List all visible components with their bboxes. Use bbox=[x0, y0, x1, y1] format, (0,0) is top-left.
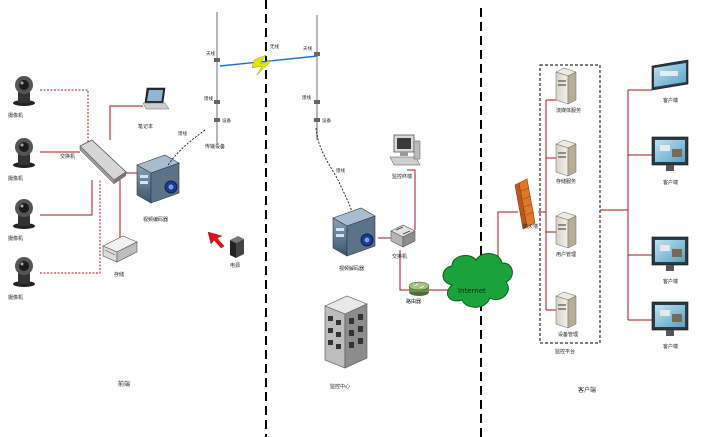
pole-tag: 天线 bbox=[206, 50, 215, 57]
pc-icon bbox=[389, 134, 421, 166]
switch-icon bbox=[390, 224, 416, 248]
pole-feeder-link bbox=[167, 129, 206, 166]
monitor-icon bbox=[651, 301, 689, 336]
camera-icon bbox=[13, 76, 35, 106]
camera-links bbox=[40, 89, 148, 274]
building-icon bbox=[324, 295, 368, 369]
client-label: 客户端 bbox=[663, 278, 678, 285]
client-monitor-icons bbox=[651, 59, 689, 336]
camera-label: 摄像机 bbox=[8, 294, 23, 301]
encoder-label: 视频编码器 bbox=[143, 216, 168, 223]
storage-label: 存储 bbox=[114, 271, 124, 278]
server-icon bbox=[555, 67, 577, 105]
server-icon bbox=[555, 139, 577, 177]
firewall-label: 防火墙 bbox=[523, 223, 538, 230]
ups-label: 电源 bbox=[230, 262, 240, 269]
storage-icon bbox=[102, 235, 138, 263]
zone-dividers bbox=[265, 0, 482, 437]
server-bus bbox=[538, 99, 556, 311]
mid-links bbox=[378, 169, 518, 291]
monitor-icon bbox=[651, 136, 689, 171]
router-icon bbox=[408, 281, 430, 296]
pc-label: 监控终端 bbox=[392, 173, 412, 180]
mid-feeder-link bbox=[315, 127, 353, 213]
front-zone-label: 前端 bbox=[118, 380, 130, 388]
laptop-icon bbox=[142, 87, 170, 110]
ups-icon bbox=[230, 236, 244, 258]
internet-cloud-icon bbox=[442, 253, 513, 308]
antenna-pole-icon bbox=[214, 12, 220, 145]
server-group-frame bbox=[539, 64, 601, 344]
pole-tag: 馈线 bbox=[204, 95, 213, 102]
camera-label: 摄像机 bbox=[8, 112, 23, 119]
camera-icon bbox=[13, 199, 35, 229]
feeder-tag: 馈线 bbox=[336, 167, 345, 174]
pole-tag: 设备 bbox=[222, 117, 231, 124]
monitor-icon bbox=[651, 59, 689, 91]
arrow-icon bbox=[207, 231, 225, 249]
pole-label: 传输设备 bbox=[205, 143, 225, 150]
server-icon bbox=[555, 211, 577, 249]
camera-icons bbox=[13, 76, 35, 287]
server-label: 存储服务 bbox=[556, 178, 576, 185]
firewall-icon bbox=[514, 178, 536, 230]
camera-icon bbox=[13, 138, 35, 168]
client-label: 客户端 bbox=[663, 179, 678, 186]
server-label: 用户管理 bbox=[556, 251, 576, 258]
lightning-icon bbox=[251, 54, 273, 76]
server-group-label: 监控平台 bbox=[555, 348, 575, 355]
pole-tag: 馈线 bbox=[302, 94, 311, 101]
switch-label: 交换机 bbox=[392, 253, 407, 260]
antenna-pole-icon bbox=[314, 15, 320, 140]
client-label: 客户端 bbox=[663, 343, 678, 350]
wireless-link bbox=[219, 54, 319, 76]
switch-icon bbox=[79, 139, 127, 185]
switch-label: 交换机 bbox=[60, 153, 75, 160]
camera-label: 摄像机 bbox=[8, 175, 23, 182]
building-label: 监控中心 bbox=[330, 383, 350, 390]
feeder-tag: 馈线 bbox=[178, 130, 187, 137]
camera-icon bbox=[13, 257, 35, 287]
monitor-icon bbox=[651, 236, 689, 271]
router-label: 路由器 bbox=[406, 298, 421, 305]
client-zone-label: 客户端 bbox=[578, 386, 596, 394]
pole-tag: 设备 bbox=[322, 117, 331, 124]
internet-label: Internet bbox=[458, 287, 486, 295]
server-icons bbox=[555, 67, 577, 329]
encoder-icon bbox=[136, 154, 180, 204]
server-icon bbox=[555, 291, 577, 329]
client-bus bbox=[600, 89, 652, 321]
wireless-label: 无线 bbox=[270, 43, 279, 50]
client-label: 客户端 bbox=[663, 97, 678, 104]
decoder-label: 视频解码器 bbox=[339, 265, 364, 272]
camera-label: 摄像机 bbox=[8, 235, 23, 242]
server-label: 流媒体服务 bbox=[556, 107, 581, 114]
server-label: 设备管理 bbox=[558, 331, 578, 338]
pole-tag: 天线 bbox=[303, 45, 312, 52]
laptop-label: 笔记本 bbox=[138, 123, 153, 130]
decoder-icon bbox=[332, 207, 376, 257]
